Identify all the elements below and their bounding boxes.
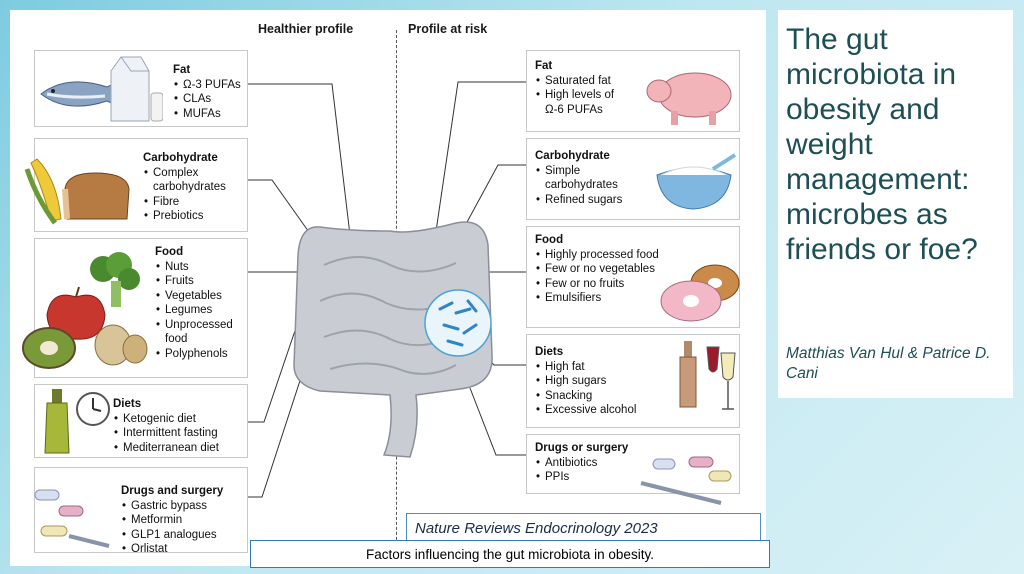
healthier-diets-box: Diets Ketogenic diet Intermittent fastin… <box>34 384 248 458</box>
presentation-title: The gut microbiota in obesity and weight… <box>786 23 978 266</box>
syringe-icon <box>640 456 732 505</box>
list-item: Highly processed food <box>535 248 675 263</box>
healthier-carbohydrate-box: Carbohydrate Complex carbohydrates Fibre… <box>24 138 248 232</box>
list-item: High sugars <box>535 374 655 389</box>
list-item: Vegetables <box>155 289 247 304</box>
list-item: Polyphenols <box>155 347 247 362</box>
list-item: Refined sugars <box>535 193 639 208</box>
profile-at-risk-heading: Profile at risk <box>408 22 488 36</box>
list-item: Simple carbohydrates <box>535 164 639 193</box>
microbes-icon <box>424 289 492 357</box>
box-title: Carbohydrate <box>143 152 218 164</box>
corn-icon <box>24 158 62 225</box>
kiwi-icon <box>22 327 76 369</box>
citation-text: Nature Reviews Endocrinology 2023 <box>406 513 761 543</box>
broccoli-icon <box>90 252 140 307</box>
title-panel: The gut microbiota in obesity and weight… <box>778 10 1013 398</box>
list-item: Legumes <box>155 303 247 318</box>
olive-oil-bottle-icon <box>44 389 70 454</box>
authors-text: Matthias Van Hul & Patrice D. Cani <box>786 345 991 382</box>
risk-food-box: Food Highly processed food Few or no veg… <box>526 226 740 328</box>
box-title: Drugs or surgery <box>535 442 629 454</box>
risk-carbohydrate-box: Carbohydrate Simple carbohydrates Refine… <box>526 138 740 220</box>
list-item: Saturated fat <box>535 74 635 89</box>
box-title: Drugs and surgery <box>121 485 224 497</box>
list-item: Mediterranean diet <box>113 441 219 456</box>
box-title: Food <box>155 246 184 258</box>
list-item: Few or no fruits <box>535 277 675 292</box>
list-item: Ketogenic diet <box>113 412 219 427</box>
healthier-fat-box: Fat Ω-3 PUFAs CLAs MUFAs <box>34 50 248 127</box>
list-item: Fibre <box>143 195 243 210</box>
intestine-icon <box>293 221 493 458</box>
healthier-food-box: Food Nuts Fruits Vegetables Legumes Unpr… <box>22 238 248 378</box>
figure-panel: Healthier profile Profile at risk <box>10 10 766 566</box>
list-item: MUFAs <box>173 107 241 122</box>
list-item: Ω-3 PUFAs <box>173 78 241 93</box>
list-item: Prebiotics <box>143 209 243 224</box>
box-title: Fat <box>173 64 191 76</box>
list-item: Few or no vegetables <box>535 262 675 277</box>
list-item: High fat <box>535 360 655 375</box>
healthier-profile-heading: Healthier profile <box>258 22 354 36</box>
list-item: PPIs <box>535 470 628 485</box>
risk-fat-box: Fat Saturated fat High levels of Ω-6 PUF… <box>526 50 740 132</box>
figure-caption: Factors influencing the gut microbiota i… <box>250 540 770 568</box>
box-title: Fat <box>535 60 553 72</box>
healthier-drugs-box: Drugs and surgery Gastric bypass Metform… <box>34 467 248 556</box>
donut-icon <box>660 264 740 322</box>
pig-icon <box>646 72 732 125</box>
list-item: Unprocessed food <box>155 318 247 347</box>
wine-glass-icon <box>706 346 736 410</box>
box-title: Diets <box>535 346 564 358</box>
list-item: Emulsifiers <box>535 291 675 306</box>
risk-diets-box: Diets High fat High sugars Snacking Exce… <box>526 334 740 428</box>
milk-carton-icon <box>110 56 163 122</box>
list-item: Antibiotics <box>535 456 628 471</box>
list-item: High levels of Ω-6 PUFAs <box>535 88 635 117</box>
sugar-bowl-icon <box>656 153 737 210</box>
list-item: Gastric bypass <box>121 499 223 514</box>
beer-bottle-icon <box>679 341 697 408</box>
clock-icon <box>76 392 110 426</box>
box-title: Diets <box>113 398 142 410</box>
risk-drugs-box: Drugs or surgery Antibiotics PPIs <box>526 434 740 505</box>
apple-icon <box>46 286 106 340</box>
list-item: CLAs <box>173 92 241 107</box>
bread-icon <box>62 172 130 220</box>
list-item: Orlistat <box>121 542 223 557</box>
list-item: Fruits <box>155 274 247 289</box>
list-item: Nuts <box>155 260 247 275</box>
list-item: Snacking <box>535 389 655 404</box>
box-title: Food <box>535 234 564 246</box>
box-title: Carbohydrate <box>535 150 610 162</box>
list-item: Metformin <box>121 513 223 528</box>
list-item: Complex carbohydrates <box>143 166 243 195</box>
list-item: Excessive alcohol <box>535 403 655 418</box>
list-item: Intermittent fasting <box>113 426 219 441</box>
list-item: GLP1 analogues <box>121 528 223 543</box>
nuts-icon <box>94 324 148 366</box>
pills-icon <box>34 489 110 548</box>
